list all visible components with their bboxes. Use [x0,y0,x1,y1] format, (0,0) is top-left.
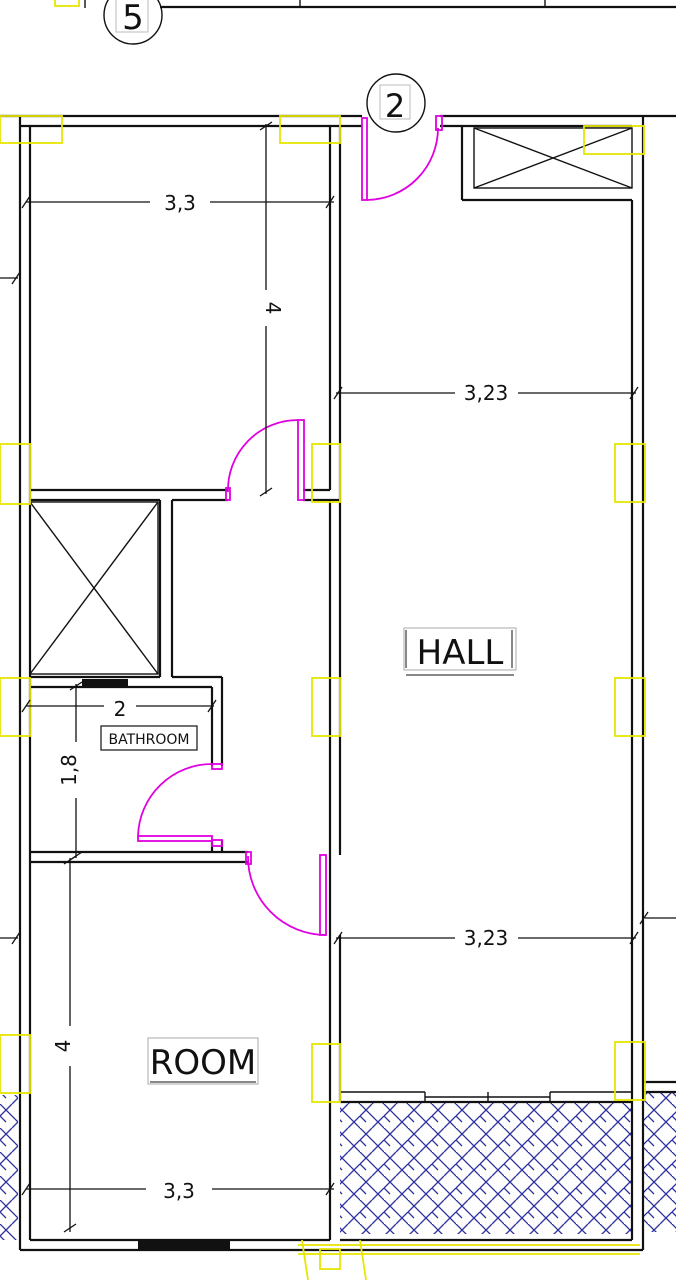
edge-ticks [0,271,676,945]
hatched-floor-left [0,1095,18,1240]
door-top-room [225,419,305,501]
top-strip [54,0,676,9]
dim-bottom-room-width: 3,3 [21,1179,335,1203]
shaft-middle-left [29,501,159,675]
window-room [138,1239,230,1249]
svg-text:ROOM: ROOM [150,1043,256,1083]
svg-text:4: 4 [51,1040,75,1053]
dim-top-room-depth: 4 [259,121,285,497]
shaft-top-right [460,126,633,202]
columns [0,115,646,1280]
label-bathroom: BATHROOM [100,725,198,751]
svg-text:4: 4 [261,302,285,315]
svg-text:2: 2 [385,87,405,125]
label-room: ROOM [147,1037,259,1085]
hatched-floor [340,1102,632,1234]
svg-text:HALL: HALL [417,633,504,673]
door-entrance [361,115,443,201]
svg-text:3,23: 3,23 [464,381,509,405]
dim-bathroom-width: 2 [21,697,217,721]
door-bottom-room [245,851,327,936]
svg-text:5: 5 [122,0,144,38]
grid-marker-5: 5 [103,0,163,45]
label-hall: HALL [403,627,517,676]
svg-text:3,3: 3,3 [163,1179,195,1203]
svg-text:3,3: 3,3 [164,191,196,215]
svg-text:2: 2 [114,697,127,721]
dim-bottom-room-depth: 4 [51,855,77,1233]
dim-hall-width-bottom: 3,23 [333,926,639,950]
grid-marker-2: 2 [366,73,426,133]
door-bathroom [137,763,223,847]
dim-bathroom-depth: 1,8 [57,681,83,861]
svg-text:1,8: 1,8 [57,754,81,786]
dim-top-room-width: 3,3 [21,191,335,215]
svg-text:BATHROOM: BATHROOM [108,732,189,748]
window-bathroom [82,679,128,686]
hatched-floor-right [643,1092,676,1232]
svg-text:3,23: 3,23 [464,926,509,950]
dim-hall-width-top: 3,23 [333,381,639,405]
